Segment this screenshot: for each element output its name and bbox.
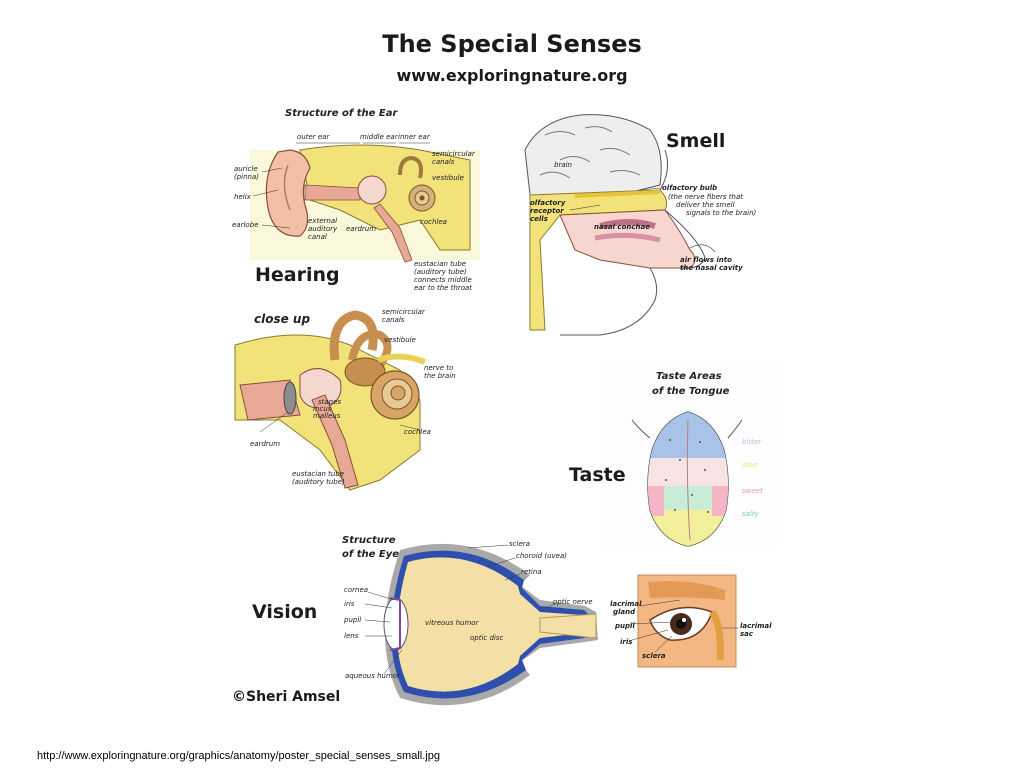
label-vestibule: vestibule [432,174,464,182]
eye-label-lacrimal-sac-1: lacrimal [740,622,772,630]
eye-label-lacrimal-gland-1: lacrimal [610,600,642,608]
smell-illustration [524,114,716,336]
taste-caption-2: of the Tongue [652,386,730,397]
eye-label-pupil2: pupil [615,622,635,630]
label-semicircular: semicircular [432,150,475,158]
eye-label-vitreous-humor: vitreous humor [425,619,479,627]
taste-label-sour: sour [742,461,758,469]
eye-label-cornea: cornea [344,586,369,594]
eye-label-sclera2: sclera [642,652,666,660]
label-auditory: auditory [308,225,338,233]
taste-caption-1: Taste Areas [656,371,722,382]
closeup-label-eardrum: eardrum [250,440,281,448]
label-cochlea: cochlea [420,218,447,226]
closeup-label-malleus: malleus [313,412,341,420]
smell-label-nerve-fibers-3: signals to the brain) [686,209,757,217]
copyright-credit: ©Sheri Amsel [232,689,341,705]
smell-label-olfactory: olfactory [530,199,566,207]
label-canal: canal [308,233,327,241]
closeup-label-the-brain: the brain [424,372,456,380]
smell-label-brain: brain [554,161,572,169]
smell-label-nerve-fibers-1: (the nerve fibers that [668,193,743,201]
closeup-label-incus: incus [313,405,332,413]
eye-caption-2: of the Eye [342,549,399,560]
closeup-caption: close up [254,312,311,326]
closeup-label-nerve-to: nerve to [424,364,454,372]
smell-label-olfactory-bulb: olfactory bulb [662,184,718,192]
closeup-label-eustacian-tube: eustacian tube [292,470,345,478]
smell-label-receptor: receptor [530,207,564,215]
label-connects-middle: connects middle [414,276,472,284]
label-pinna: (pinna) [234,173,260,181]
taste-illustration [600,362,778,547]
label-auricle: auricle [234,165,258,173]
eye-caption-1: Structure [342,535,396,546]
taste-label-salty: salty [742,510,759,518]
taste-label-sweet: sweet [742,487,763,495]
eye-label-choroid: choroid (uvea) [516,552,567,560]
smell-label-nerve-fibers-2: deliver the smell [676,201,735,209]
label-outer-ear: outer ear [297,133,330,141]
ear-structure-caption: Structure of the Ear [285,108,398,119]
label-middle-ear: middle ear [360,133,398,141]
eye-label-lens: lens [344,632,359,640]
page-title: The Special Senses [382,30,642,58]
taste-heading: Taste [569,464,626,486]
vision-heading: Vision [252,601,318,623]
label-auditory-tube: (auditory tube) [414,268,467,276]
closeup-label-semicircular: semicircular [382,308,425,316]
eye-label-lacrimal-gland-2: gland [613,608,636,616]
closeup-label-stapes: stapes [318,398,342,406]
label-eardrum: eardrum [346,225,377,233]
label-inner-ear: inner ear [398,133,430,141]
closeup-label-vestibule: vestibule [384,336,416,344]
smell-label-air-flows-1: air flows into [680,256,732,264]
eye-label-retina: retina [521,568,542,576]
ear-structure-illustration [228,103,496,298]
eye-label-optic-nerve: optic nerve [553,598,593,606]
label-ear-to-throat: ear to the throat [414,284,473,292]
eye-label-pupil: pupil [344,616,362,624]
eye-closeup-illustration [629,574,738,668]
closeup-label-cochlea: cochlea [404,428,431,436]
closeup-label-canals: canals [382,316,405,324]
label-eustacian-tube: eustacian tube [414,260,467,268]
ear-closeup-illustration [234,310,427,491]
smell-heading: Smell [666,130,726,152]
site-url-heading: www.exploringnature.org [396,66,628,85]
eye-label-iris: iris [344,600,355,608]
eye-label-lacrimal-sac-2: sac [740,630,754,638]
smell-label-nasal-conchae: nasal conchae [594,223,650,231]
label-earlobe: earlobe [232,221,259,229]
eye-label-iris2: iris [620,638,633,646]
label-external: external [308,217,338,225]
source-url[interactable]: http://www.exploringnature.org/graphics/… [37,750,440,762]
hearing-heading: Hearing [255,264,340,286]
eye-label-optic-disc: optic disc [470,634,504,642]
label-canals: canals [432,158,455,166]
closeup-label-auditory-tube: (auditory tube) [292,478,345,486]
eye-label-aqueous-humor: aqueous humor [345,672,400,680]
smell-label-air-flows-2: the nasal cavity [680,264,743,272]
smell-label-cells: cells [530,215,548,223]
eye-label-sclera: sclera [509,540,530,548]
label-helix: helix [234,193,251,201]
eye-structure-illustration [364,543,598,706]
taste-label-bitter: bitter [742,438,762,446]
